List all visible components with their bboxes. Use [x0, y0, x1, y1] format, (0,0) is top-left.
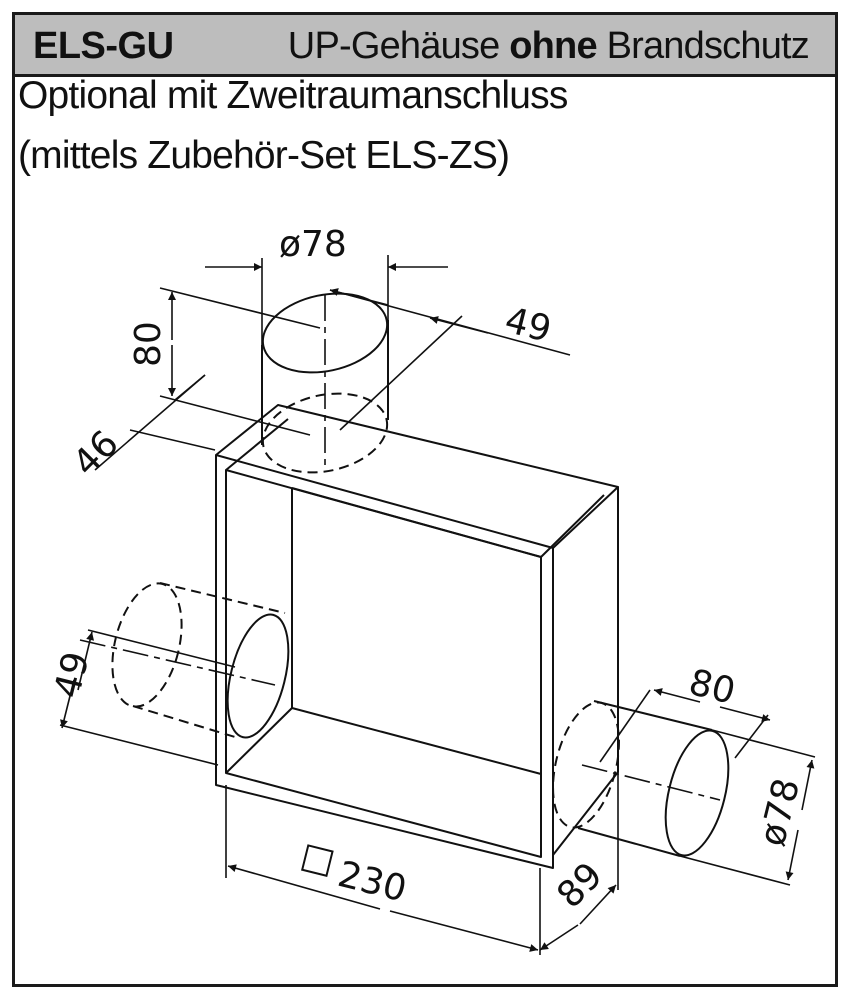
title-prefix: UP-Gehäuse [287, 25, 510, 67]
dim-left-depth: 49 [47, 648, 98, 702]
left-pipe [79, 582, 290, 739]
housing-box [215, 404, 619, 869]
product-code: ELS-GU [33, 25, 174, 67]
dim-width: 230 [334, 854, 411, 910]
title-bold-word: ohne [509, 25, 597, 67]
square-symbol-icon [300, 844, 334, 877]
top-pipe [261, 292, 389, 474]
dim-top-diameter: ø78 [279, 224, 347, 265]
dim-right-diameter: ø78 [752, 774, 808, 850]
dim-top-depth: 49 [501, 300, 555, 351]
product-title: UP-Gehäuse ohne Brandschutz [287, 25, 810, 68]
title-suffix: Brandschutz [596, 25, 810, 67]
description-line-2: (mittels Zubehör-Set ELS-ZS) [18, 134, 510, 177]
dim-top-offset: 46 [65, 423, 126, 484]
dim-top-height: 80 [128, 321, 169, 367]
header-bar: ELS-GU UP-Gehäuse ohne Brandschutz [15, 15, 835, 77]
description-line-1: Optional mit Zweitraumanschluss [18, 74, 568, 117]
dim-right-length: 80 [685, 662, 739, 713]
dim-depth: 89 [549, 855, 610, 916]
right-pipe [552, 700, 730, 857]
